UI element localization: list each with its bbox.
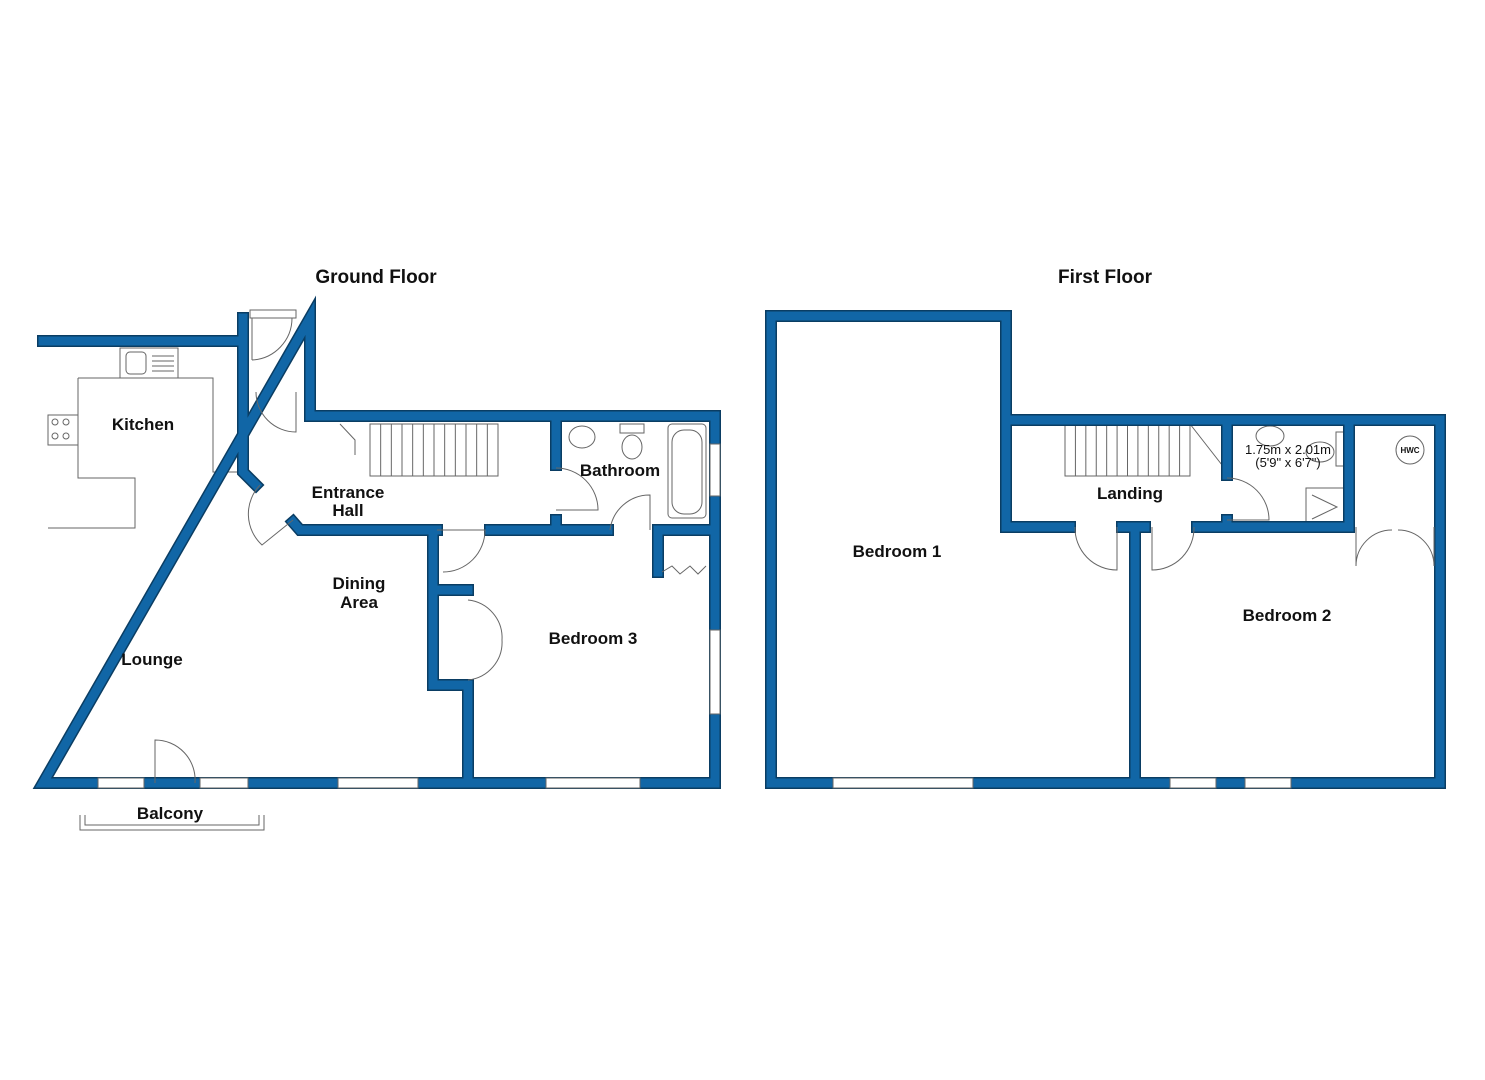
first-floor-walls	[765, 310, 1446, 789]
first-floor-doors	[1074, 477, 1435, 571]
ground-floor-windows	[97, 309, 721, 789]
room-label-bedroom-1: Bedroom 1	[853, 542, 942, 561]
room-label-dining-area-2: Area	[340, 593, 378, 612]
room-label-bathroom: Bathroom	[580, 461, 660, 480]
ground-floor-doors	[154, 317, 707, 784]
first-floor-plan: First Floor Bedroom 1 Landing Bedroom 2 …	[765, 267, 1446, 789]
kitchen-units	[47, 347, 243, 529]
ground-floor-plan: Ground Floor Kitchen Entrance Hall Bathr…	[32, 267, 721, 831]
balcony-outline	[79, 815, 265, 831]
ensuite-dimension-imperial: (5'9" x 6'7")	[1255, 455, 1321, 470]
room-label-entrance-hall: Entrance	[312, 483, 385, 502]
staircase	[339, 423, 499, 477]
room-label-bedroom-3: Bedroom 3	[549, 629, 638, 648]
landing-staircase	[1064, 423, 1223, 477]
ground-floor-title: Ground Floor	[315, 267, 437, 288]
room-label-lounge: Lounge	[121, 650, 182, 669]
room-label-landing: Landing	[1097, 484, 1163, 503]
room-label-balcony: Balcony	[137, 804, 204, 823]
room-label-entrance-hall-2: Hall	[332, 501, 363, 520]
bathroom-fixtures	[568, 423, 707, 519]
first-floor-windows	[832, 777, 1292, 789]
room-label-dining-area: Dining	[333, 574, 386, 593]
room-label-bedroom-2: Bedroom 2	[1243, 606, 1332, 625]
ground-floor-walls	[32, 295, 721, 789]
ensuite-dimension-metric: 1.75m x 2.01m	[1245, 442, 1331, 457]
ensuite-fixtures	[1255, 425, 1425, 525]
room-label-kitchen: Kitchen	[112, 415, 174, 434]
first-floor-title: First Floor	[1058, 267, 1153, 288]
hot-water-cylinder-label: HWC	[1400, 446, 1419, 455]
